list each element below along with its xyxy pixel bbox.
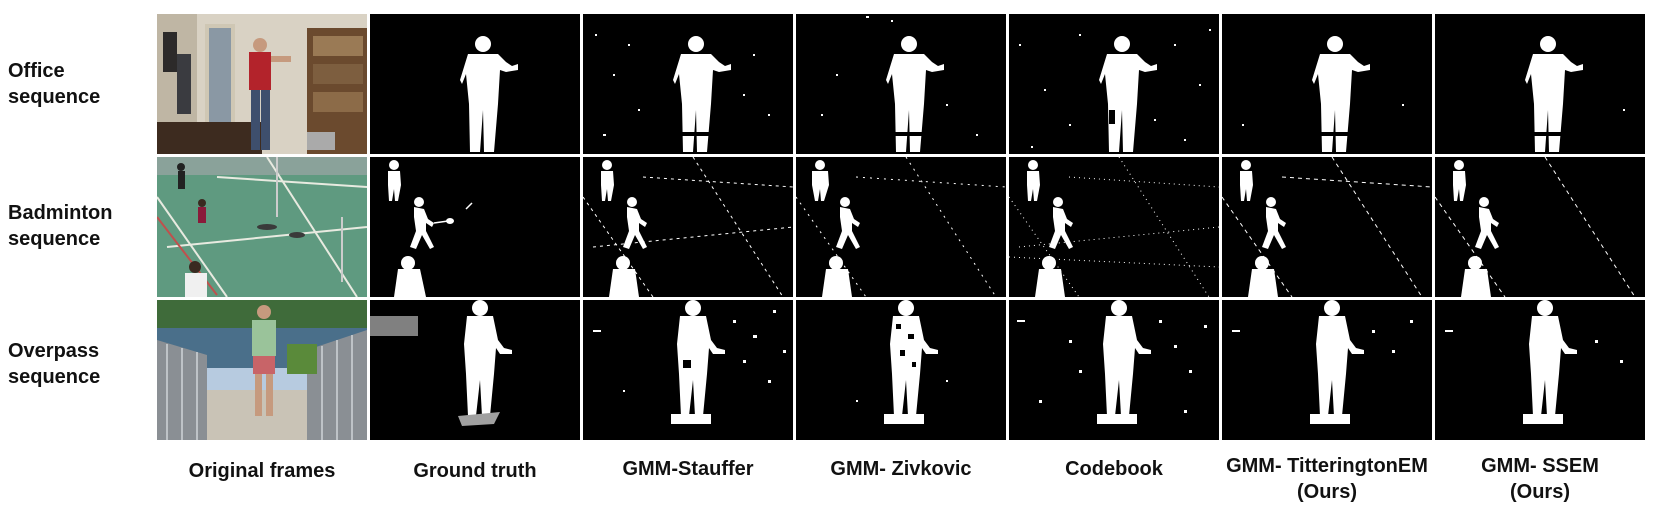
office-gmm-titteringtonem-mask	[1222, 14, 1432, 154]
row-label-line2: sequence	[8, 366, 101, 388]
row-label-line1: Office	[8, 60, 65, 82]
badminton-gmm-zivkovic-mask	[796, 157, 1006, 297]
col-label-line1: Original frames	[188, 460, 336, 482]
col-label-line1: Ground truth	[413, 460, 537, 482]
col-label-gmm-ssem: GMM- SSEM (Ours)	[1435, 453, 1645, 505]
col-label-line2: (Ours)	[1297, 481, 1357, 503]
office-gmm-ssem-mask	[1435, 14, 1645, 154]
col-label-gmm-zivkovic: GMM- Zivkovic	[796, 456, 1006, 482]
col-label-line1: GMM- SSEM	[1481, 455, 1599, 477]
office-ground-truth-mask	[370, 14, 580, 154]
row-label-overpass: Overpass sequence	[8, 338, 148, 390]
overpass-ground-truth-mask	[370, 300, 580, 440]
row-label-line2: sequence	[8, 228, 101, 250]
overpass-gmm-stauffer-mask	[583, 300, 793, 440]
badminton-ground-truth-mask	[370, 157, 580, 297]
badminton-original-frame	[157, 157, 367, 297]
row-label-badminton: Badminton sequence	[8, 200, 148, 252]
col-label-ground-truth: Ground truth	[370, 458, 580, 484]
col-label-line1: GMM- Zivkovic	[830, 458, 972, 480]
badminton-gmm-stauffer-mask	[583, 157, 793, 297]
office-original-frame	[157, 14, 367, 154]
col-label-gmm-titteringtonem: GMM- TitteringtonEM (Ours)	[1207, 453, 1447, 505]
col-label-gmm-stauffer: GMM-Stauffer	[583, 456, 793, 482]
row-label-line2: sequence	[8, 86, 101, 108]
office-codebook-mask	[1009, 14, 1219, 154]
office-gmm-zivkovic-mask	[796, 14, 1006, 154]
col-label-line2: (Ours)	[1510, 481, 1570, 503]
row-label-office: Office sequence	[8, 58, 148, 110]
col-label-line1: GMM-Stauffer	[622, 458, 754, 480]
row-label-line1: Overpass	[8, 340, 100, 362]
office-gmm-stauffer-mask	[583, 14, 793, 154]
badminton-gmm-titteringtonem-mask	[1222, 157, 1432, 297]
overpass-original-frame	[157, 300, 367, 440]
col-label-original-frames: Original frames	[157, 458, 367, 484]
col-label-codebook: Codebook	[1009, 456, 1219, 482]
overpass-codebook-mask	[1009, 300, 1219, 440]
badminton-codebook-mask	[1009, 157, 1219, 297]
overpass-gmm-titteringtonem-mask	[1222, 300, 1432, 440]
row-label-line1: Badminton	[8, 202, 113, 224]
badminton-gmm-ssem-mask	[1435, 157, 1645, 297]
col-label-line1: GMM- TitteringtonEM	[1226, 455, 1428, 477]
col-label-line1: Codebook	[1065, 458, 1163, 480]
overpass-gmm-zivkovic-mask	[796, 300, 1006, 440]
overpass-gmm-ssem-mask	[1435, 300, 1645, 440]
